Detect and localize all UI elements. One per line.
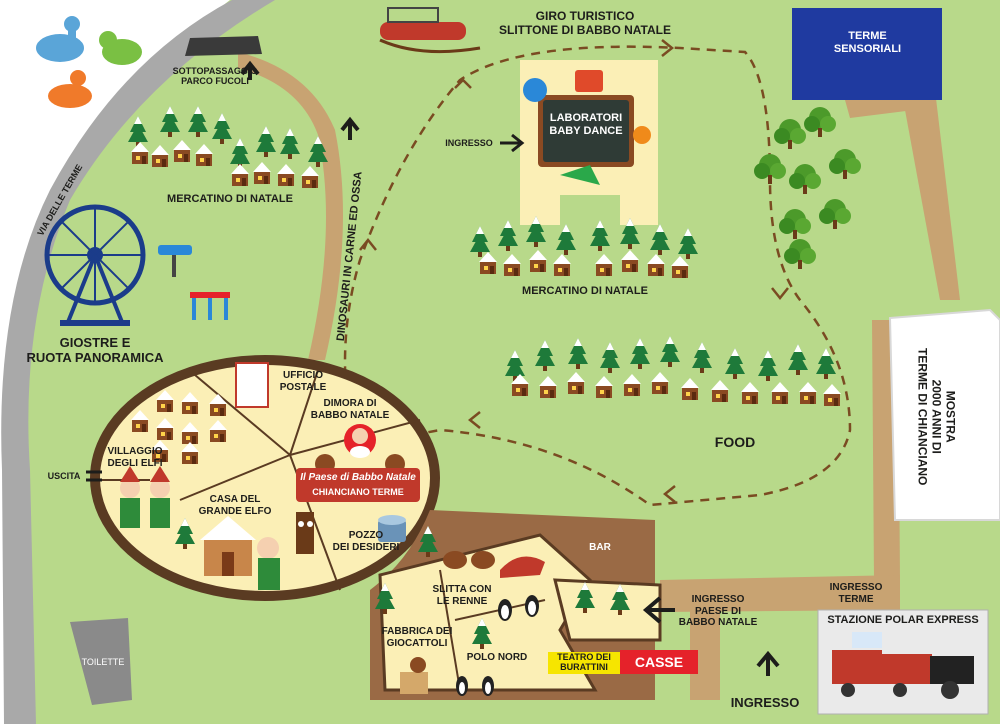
arrow-right-icon — [500, 133, 525, 153]
badge-subtitle-label: CHIANCIANO TERME — [312, 487, 404, 497]
mercatino-center-label: MERCATINO DI NATALE — [522, 285, 648, 297]
uscita-marker — [86, 470, 102, 482]
chalkboard — [543, 100, 629, 162]
mostra-building — [888, 308, 1000, 521]
dinosauri-path — [238, 52, 343, 360]
stazione-label: STAZIONE POLAR EXPRESS — [827, 614, 979, 626]
pozzo-icon — [378, 515, 406, 542]
food-label: FOOD — [714, 434, 756, 450]
teatro-box — [548, 652, 620, 674]
elves-icon — [120, 466, 170, 528]
paese-badge — [296, 468, 420, 502]
casse-label: CASSE — [634, 654, 684, 670]
letter-icon — [235, 362, 269, 408]
sottopassaggio-tunnel — [185, 36, 262, 56]
tree-face-icon — [296, 512, 314, 554]
toilette-label: TOILETTE — [81, 657, 125, 667]
via-delle-terme-road — [1, 0, 275, 724]
arrow-left-icon — [642, 596, 675, 624]
train-icon — [832, 632, 974, 699]
dinosaurs-icon — [36, 16, 142, 108]
casse-box — [620, 650, 698, 674]
mercatino-left-label: MERCATINO DI NATALE — [167, 193, 293, 205]
penguins-icon — [456, 595, 539, 696]
ingresso-lab-label: INGRESSO — [445, 138, 493, 148]
arrow-up-icon — [340, 116, 360, 140]
uscita-label: USCITA — [47, 471, 81, 481]
ingresso-main-label: INGRESSO — [730, 695, 800, 710]
polo-nord-label: POLO NORD — [466, 652, 528, 663]
badge-title-label: Il Paese di Babbo Natale — [300, 472, 416, 483]
arrow-up-icon — [756, 650, 780, 676]
toilette-building — [70, 618, 132, 705]
reindeer-icon — [443, 551, 545, 578]
giro-turistico-route — [343, 45, 852, 507]
bar-label: BAR — [589, 542, 611, 553]
toys-icon — [400, 657, 428, 694]
slittone-icon — [379, 7, 481, 54]
ferris-wheel-icon — [44, 204, 146, 326]
terme-sensoriali-block — [792, 8, 942, 100]
casa-grande-elfo-icon — [175, 516, 280, 590]
arrow-up-icon — [240, 60, 260, 80]
rides-icon — [158, 245, 230, 320]
